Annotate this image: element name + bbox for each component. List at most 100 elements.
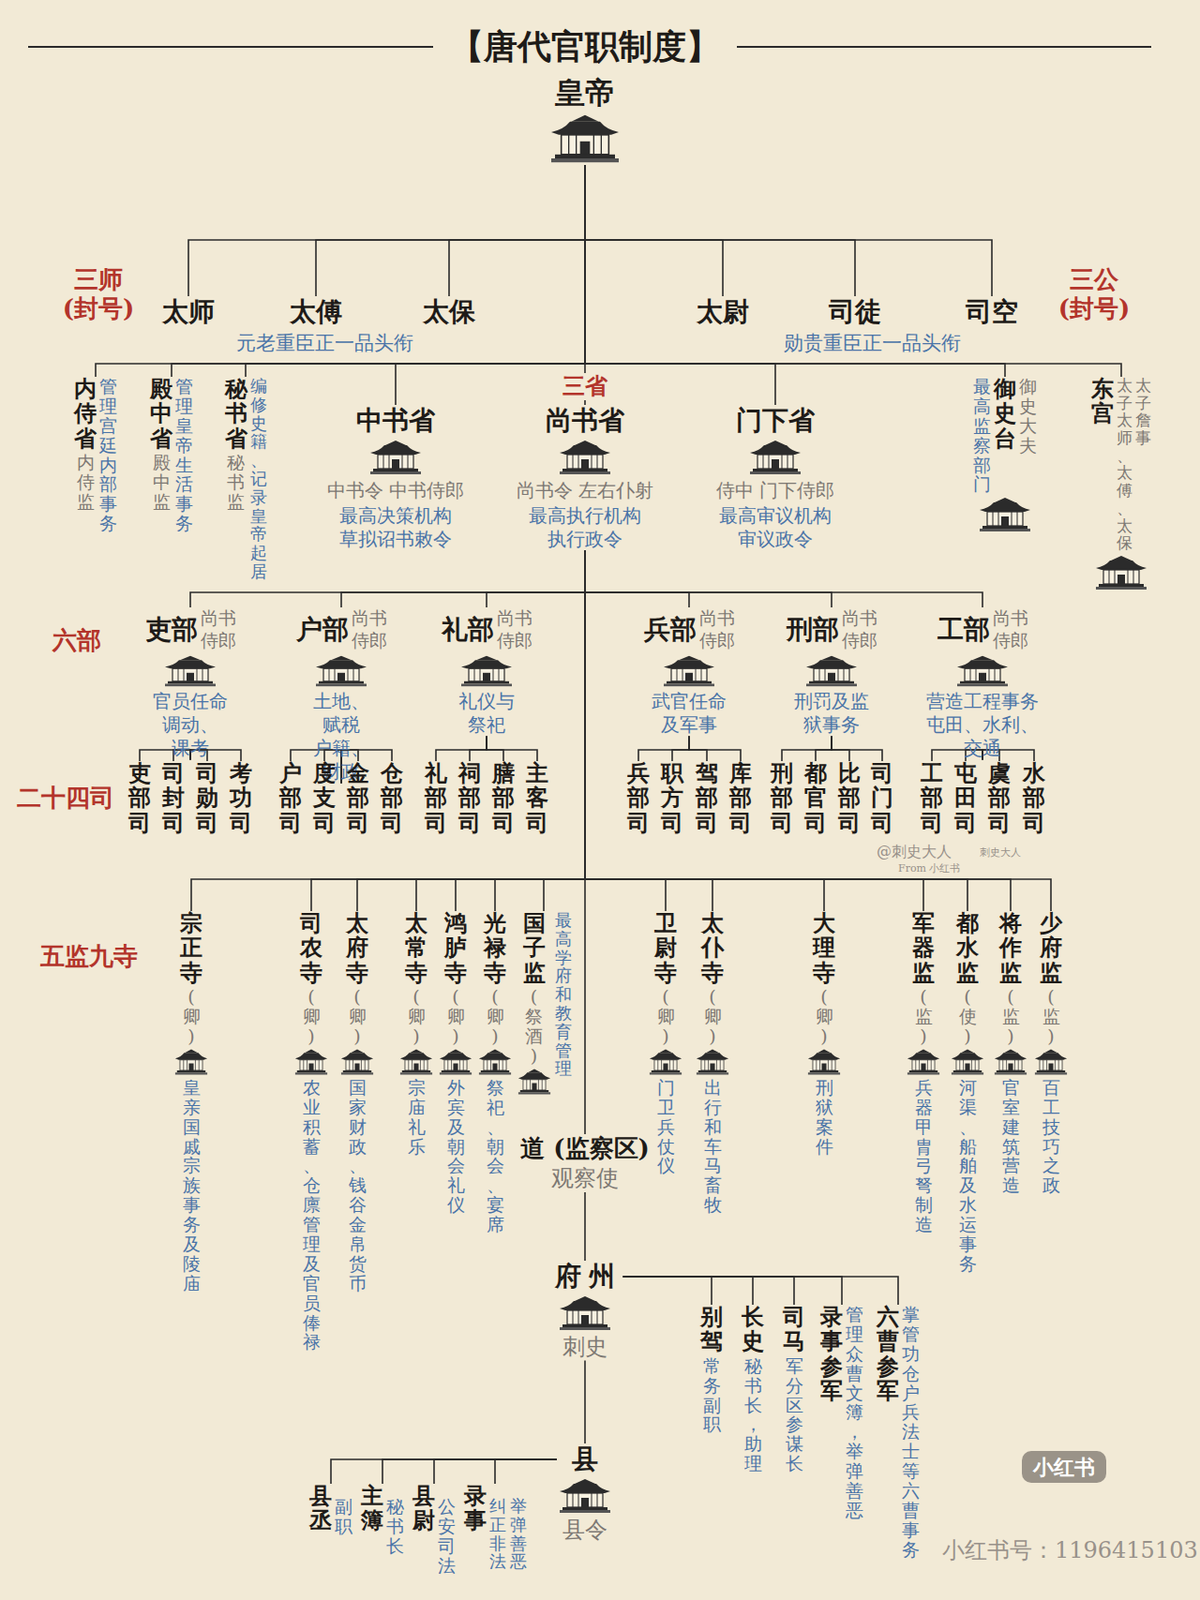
office-name: 宗正寺 (180, 911, 203, 986)
office-name: 秘书省 (225, 376, 248, 451)
palace-icon-use (370, 440, 421, 475)
office-name: 殿中省 (150, 376, 173, 451)
watermark: 小红书 (1021, 1451, 1107, 1484)
office-name: 皇帝 (555, 75, 615, 111)
office-node: 县尉公安司法 (412, 1484, 456, 1576)
palace-icon-use (696, 1049, 729, 1075)
office-node: 比部司 (838, 761, 861, 836)
office-node: 祠部司 (458, 761, 481, 836)
office-node: 户部尚书 侍郎土地、赋税 户籍、财政 (296, 607, 388, 784)
office-name: 刑部 (786, 614, 840, 646)
office-node: 太保 (422, 296, 476, 329)
office-detail: 祭祀、朝会、宴席 (486, 1078, 505, 1235)
hierarchy-line (95, 165, 585, 377)
node-column: 大理寺(卿)刑狱案件 (806, 911, 842, 1156)
node-row: 录事纠正非法 举弹善恶 (464, 1484, 527, 1572)
palace-icon (477, 1048, 513, 1077)
hierarchy-line (689, 736, 741, 763)
node-column: 县县令 (556, 1443, 614, 1544)
node-column: 太仆寺(卿)出行和车马畜牧 (694, 911, 731, 1215)
office-node: 户部司 (279, 761, 302, 836)
office-name: 祠部司 (458, 761, 481, 836)
office-name: 太师 (162, 296, 215, 329)
office-detail: (祭酒) (525, 987, 543, 1066)
node-column: 吏部尚书 侍郎官员任命 调动、课考 (145, 607, 237, 761)
node-column: 少府监(监)百工技巧之政 (1033, 911, 1069, 1196)
hierarchy-line (435, 736, 487, 763)
office-node: 仓部司 (380, 761, 404, 836)
office-name: 司徒 (828, 296, 882, 329)
hierarchy-line (585, 165, 992, 297)
office-node: 驾部司 (695, 761, 719, 836)
office-detail: 管理宫廷内部事务 (99, 376, 118, 534)
watermark: 小红书号：1196415103 (942, 1537, 1199, 1565)
hierarchy-line (495, 551, 585, 912)
node-column: 中书省中书令 中书侍郎最高决策机构 草拟诏书敕令 (327, 405, 465, 552)
office-node: 职方司 (660, 761, 684, 836)
node-row: 户部尚书 侍郎 (296, 607, 388, 653)
palace-icon (747, 438, 804, 477)
palace-icon (367, 438, 424, 477)
node-column: 军器监(监)兵器甲胄弓弩制造 (905, 911, 942, 1235)
office-detail: 门卫兵仗仪 (657, 1078, 675, 1176)
hierarchy-line (623, 1276, 753, 1305)
hierarchy-line (831, 736, 883, 763)
office-detail: 营造工程事务 屯田、水利、交通 (926, 690, 1039, 761)
hierarchy-line (584, 1192, 586, 1261)
office-detail: 观察使 (551, 1165, 619, 1193)
office-detail: 最高监察部门 (973, 376, 991, 495)
office-node: 道 (监察区)观察使 (520, 1134, 650, 1193)
office-node: 金部司 (346, 761, 370, 836)
hierarchy-line (395, 165, 585, 405)
office-detail: 管理皇帝生活事务 (175, 376, 194, 534)
office-node: 兵部司 (627, 761, 650, 836)
node-column: 兵部尚书 侍郎武官任命 及军事 (644, 607, 735, 737)
office-node: 太仆寺(卿)出行和车马畜牧 (694, 911, 731, 1215)
office-node: 六曹参军掌管功仓户兵法士等六曹事务 (876, 1305, 920, 1560)
office-name: 主簿 (360, 1484, 384, 1534)
office-detail: (卿) (815, 987, 834, 1047)
office-node: 刑部尚书 侍郎刑罚及监 狱事务 (786, 607, 878, 737)
office-name: 中书省 (356, 405, 435, 437)
node-column: 光禄寺(卿)祭祀、朝会、宴席 (477, 911, 513, 1235)
office-node: 都水监(使)河渠、船舶及水运事务 (949, 911, 986, 1275)
office-name: 户部司 (279, 761, 302, 836)
node-column: 司农寺(卿)农业积蓄、仓廪管理及官员俸禄 (293, 911, 330, 1352)
hierarchy-line (449, 165, 585, 297)
office-node: 宗正寺(卿)皇亲国戚宗族事务及陵庙 (173, 911, 210, 1294)
hierarchy-line (585, 551, 968, 912)
office-node: 别驾常务副职 (700, 1305, 723, 1435)
office-name: 仓部司 (380, 761, 404, 836)
office-node: 军器监(监)兵器甲胄弓弩制造 (905, 911, 942, 1235)
hierarchy-line (495, 1459, 557, 1485)
node-row: 六曹参军掌管功仓户兵法士等六曹事务 (876, 1305, 920, 1560)
office-name: 长史 (741, 1305, 765, 1355)
office-detail: 武官任命 及军事 (651, 690, 727, 737)
office-detail: 尚书 侍郎 (496, 607, 533, 653)
office-detail: 副职 (334, 1497, 353, 1537)
palace-icon (803, 654, 860, 689)
palace-icon-use (559, 1296, 611, 1331)
office-name: 道 (监察区) (520, 1134, 650, 1164)
hierarchy-line (623, 1276, 712, 1305)
node-column: 太府寺(卿)国家财政、钱谷金帛货币 (339, 911, 375, 1294)
office-name: 都官司 (804, 761, 827, 836)
hierarchy-line (585, 551, 832, 608)
palace-icon-use (517, 1068, 550, 1095)
office-name: 司空 (965, 296, 1019, 329)
office-node: 中书省中书令 中书侍郎最高决策机构 草拟诏书敕令 (327, 405, 465, 552)
node-row: 县丞副职 (309, 1484, 353, 1537)
node-row: 主簿秘书长 (360, 1484, 405, 1557)
group-label: 三师 (封号) (62, 265, 135, 324)
palace-icon-use (551, 115, 619, 163)
office-name: 司勋司 (195, 761, 219, 836)
office-node: 主客司 (525, 761, 549, 836)
hierarchy-line (623, 1276, 842, 1305)
node-column: 长史秘书长，助理 (741, 1305, 765, 1474)
office-name: 内侍省 (74, 376, 97, 451)
office-detail: (卿) (302, 987, 321, 1047)
office-node: 门下省侍中 门下侍郎最高审议机构 审议政令 (716, 405, 835, 552)
office-node: 东宫太子太师、太傅、太保太子詹事 (1091, 376, 1152, 592)
node-column: 太常寺(卿)宗庙礼乐 (398, 911, 435, 1156)
palace-icon (173, 1048, 210, 1077)
